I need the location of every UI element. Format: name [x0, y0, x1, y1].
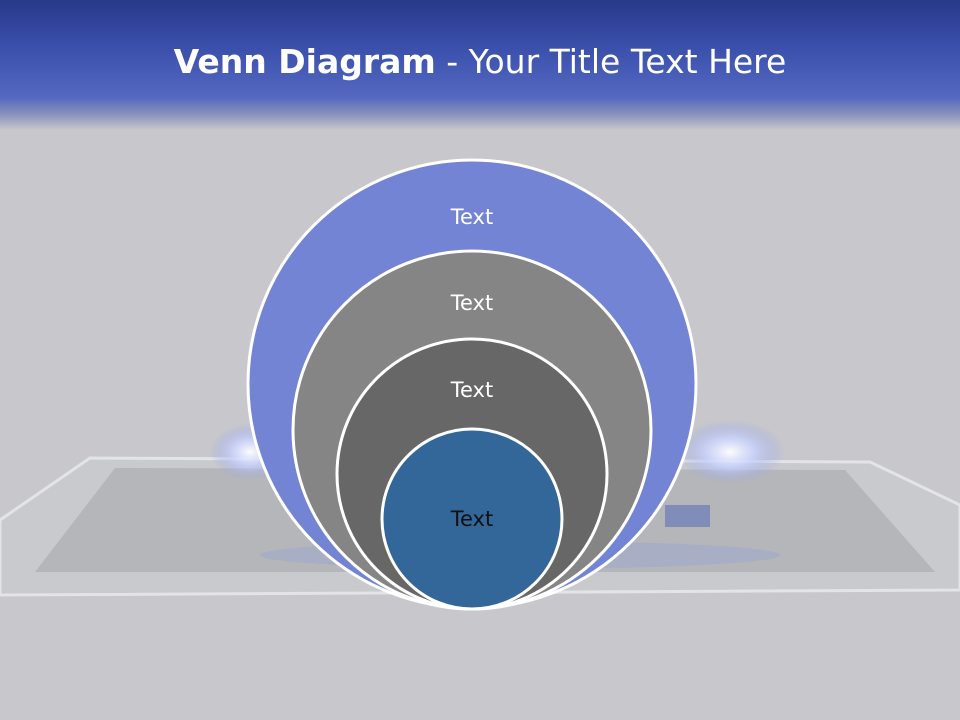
venn-label-third: Text — [450, 378, 494, 402]
slide-title: Venn Diagram - Your Title Text Here — [0, 40, 960, 84]
burner-part — [665, 505, 710, 527]
title-rest-part: - Your Title Text Here — [435, 42, 787, 81]
title-bold-part: Venn Diagram — [173, 42, 436, 81]
venn-label-outer: Text — [450, 205, 494, 229]
venn-label-inner: Text — [450, 507, 494, 531]
flame-glow-right — [675, 420, 785, 484]
venn-label-second: Text — [450, 291, 494, 315]
venn-circle-inner — [380, 427, 564, 611]
title-banner — [0, 0, 960, 130]
